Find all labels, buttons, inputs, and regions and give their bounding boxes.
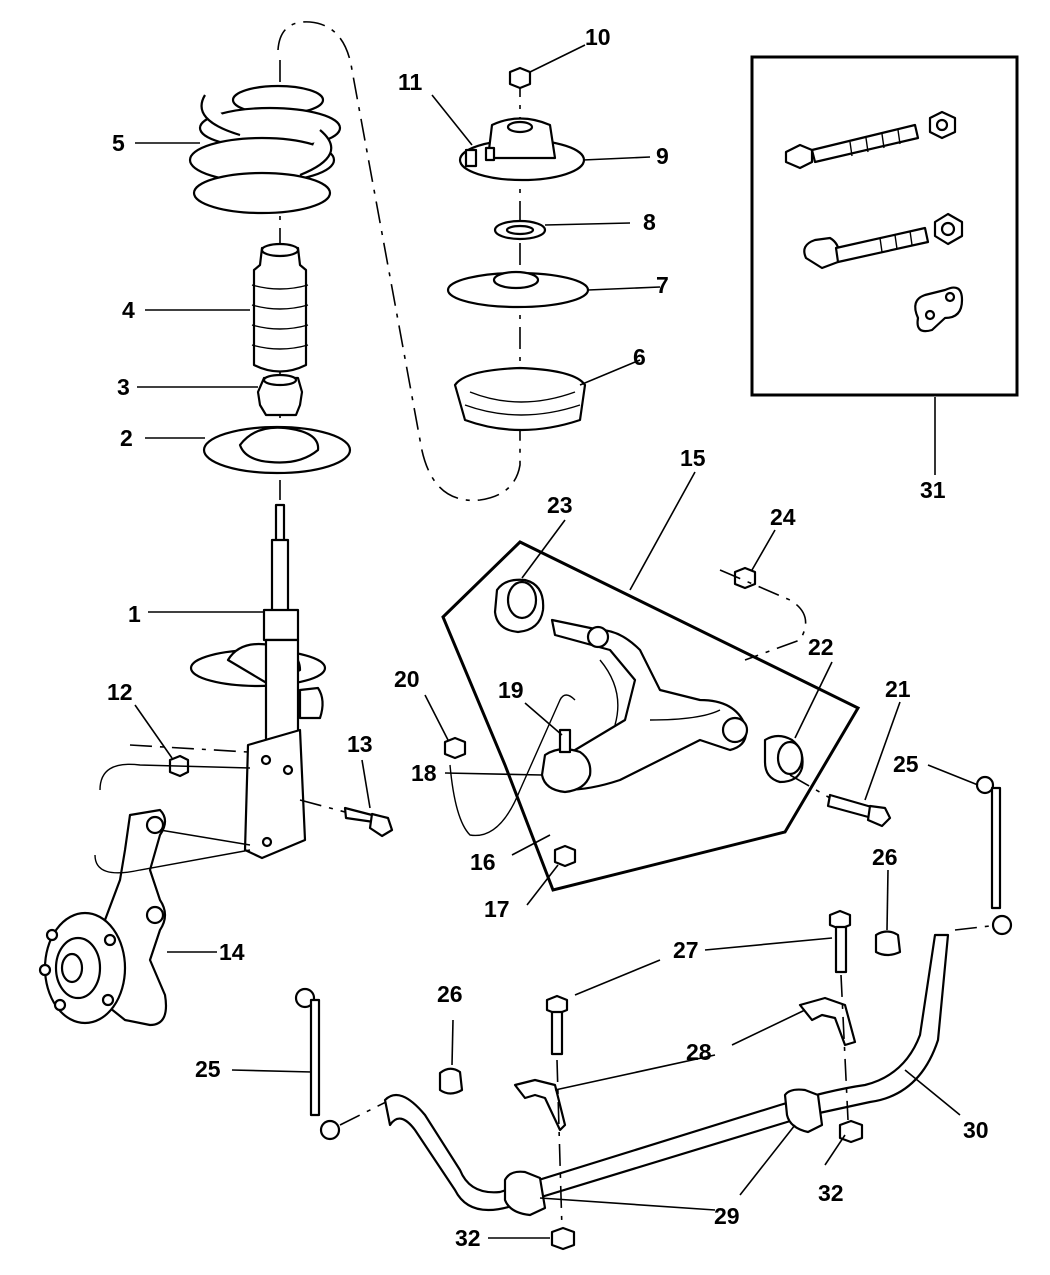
- callout-4: 4: [122, 297, 135, 323]
- callout-1: 1: [128, 601, 141, 627]
- callout-10: 10: [585, 24, 611, 50]
- strut-nut: [129, 744, 249, 778]
- callout-30: 30: [963, 1117, 989, 1143]
- leader-lines: [134, 44, 979, 1239]
- link-nuts: [438, 930, 902, 1095]
- stabilizer-bar: [383, 933, 950, 1212]
- callout-16: 16: [470, 849, 496, 875]
- callout-22: 22: [808, 634, 834, 660]
- callout-23: 23: [547, 492, 573, 518]
- bushing-retainers: [513, 996, 857, 1132]
- callout-6: 6: [633, 344, 646, 370]
- callout-5: 5: [112, 130, 125, 156]
- jounce-bumper: [256, 373, 304, 417]
- callout-29-bottom: 29: [714, 1203, 740, 1229]
- lower-control-arm-frame: [441, 540, 861, 892]
- front-bushing: [493, 578, 545, 634]
- callout-25-left: 25: [195, 1056, 221, 1082]
- control-arm-bolt: [789, 774, 892, 828]
- callout-28: 28: [686, 1039, 712, 1065]
- stabilizer-link-right: [954, 775, 1013, 936]
- callout-13: 13: [347, 731, 373, 757]
- hardware-kit: [784, 110, 964, 333]
- stabilizer-bushings: [503, 1088, 824, 1217]
- callout-2: 2: [120, 425, 133, 451]
- callout-25-right: 25: [893, 751, 919, 777]
- steering-knuckle-hub: [38, 763, 251, 1027]
- callout-24: 24: [770, 504, 796, 530]
- assembly-path-line: [277, 21, 521, 502]
- rear-bushing: [763, 734, 804, 784]
- callout-17: 17: [484, 896, 510, 922]
- callout-15: 15: [680, 445, 706, 471]
- bearing: [493, 219, 547, 241]
- callout-27: 27: [673, 937, 699, 963]
- stabilizer-link-left: [294, 987, 391, 1141]
- callout-14: 14: [219, 939, 245, 965]
- coil-spring: [188, 84, 342, 215]
- callout-18: 18: [411, 760, 437, 786]
- ball-joint: [540, 728, 592, 794]
- callout-9: 9: [656, 143, 669, 169]
- upper-spring-isolator: [453, 366, 587, 432]
- strut-assembly: [189, 503, 327, 860]
- strut-upper-mount: [458, 117, 586, 182]
- control-arm-nut: [719, 566, 807, 661]
- retainer-nuts: [550, 1119, 864, 1251]
- callout-8: 8: [643, 209, 656, 235]
- callout-32-bottom: 32: [455, 1225, 481, 1251]
- retainer-bolts: [545, 909, 852, 1231]
- callout-3: 3: [117, 374, 130, 400]
- ball-joint-nut: [553, 844, 577, 868]
- callout-20: 20: [394, 666, 420, 692]
- dust-boot: [251, 242, 309, 373]
- upper-spring-seat: [446, 270, 590, 309]
- ball-joint-bolt: [443, 694, 576, 837]
- callout-7: 7: [656, 272, 669, 298]
- lower-spring-isolator: [202, 425, 352, 475]
- callout-21: 21: [885, 676, 911, 702]
- callout-26-left: 26: [437, 981, 463, 1007]
- callout-26-right: 26: [872, 844, 898, 870]
- strut-mount-nut: [508, 66, 532, 90]
- strut-bolt: [299, 799, 394, 838]
- hardware-kit-frame: [750, 55, 1019, 397]
- callout-11: 11: [398, 69, 423, 95]
- callout-31: 31: [920, 477, 946, 503]
- callout-32-right: 32: [818, 1180, 844, 1206]
- callout-12: 12: [107, 679, 133, 705]
- callout-19: 19: [498, 677, 524, 703]
